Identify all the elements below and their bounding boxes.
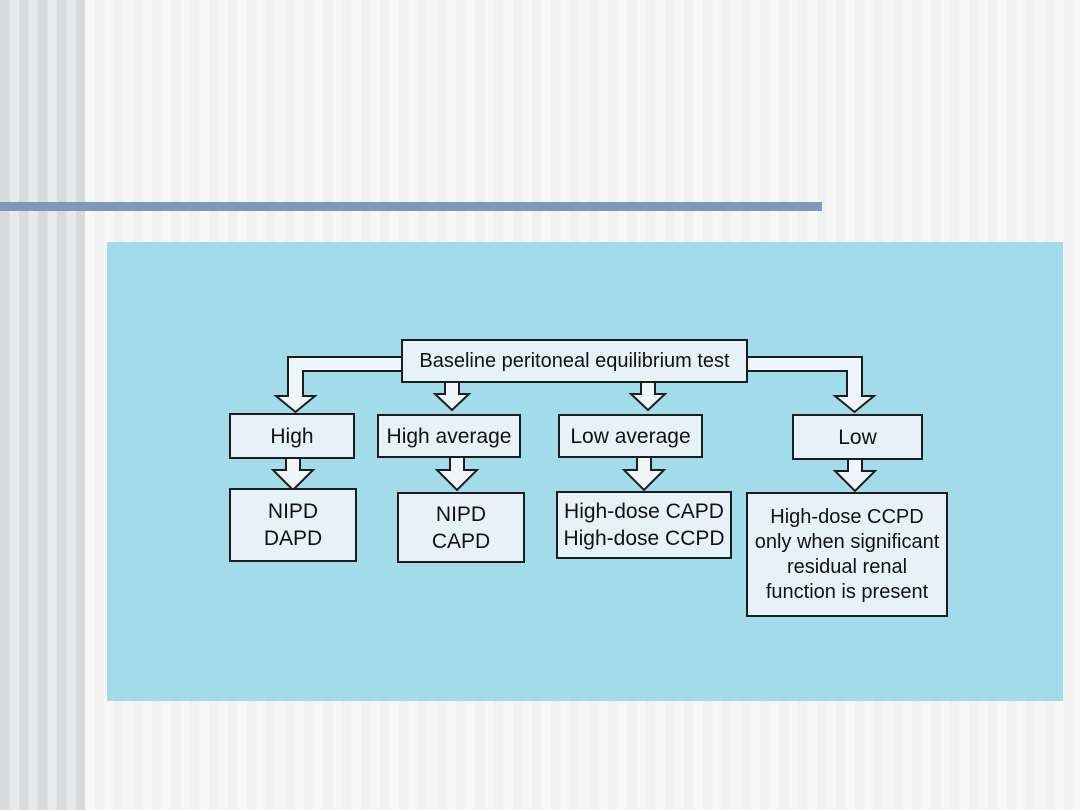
- connector-root-to-low: [741, 356, 877, 414]
- node-line: High-dose CCPD: [770, 505, 924, 528]
- node-low-average: Low average: [558, 414, 703, 458]
- connector-low-average-to-high-dose: [621, 452, 667, 492]
- node-label: High: [270, 424, 314, 448]
- node-label: Low average: [570, 424, 691, 448]
- node-high-average: High average: [377, 414, 521, 458]
- connector-layer: [270, 356, 878, 493]
- connector-root-to-high: [273, 356, 408, 414]
- node-label: High average: [386, 424, 512, 448]
- connector-high-average-to-nipd-capd: [434, 452, 480, 492]
- node-high-dose-ccpd-conditional: High-dose CCPD only when significant res…: [746, 492, 948, 617]
- node-line: residual renal: [786, 555, 908, 578]
- node-line: CAPD: [431, 529, 491, 553]
- node-label: Baseline peritoneal equilibrium test: [419, 349, 730, 372]
- node-nipd-dapd: NIPD DAPD: [229, 488, 357, 562]
- title-underline-rule: [0, 202, 822, 211]
- node-nipd-capd: NIPD CAPD: [397, 492, 525, 563]
- node-line: NIPD: [267, 500, 319, 523]
- node-low: Low: [792, 414, 923, 460]
- node-high-dose-capd-ccpd: High-dose CAPD High-dose CCPD: [556, 491, 732, 559]
- node-baseline-peritoneal-equilibrium-test: Baseline peritoneal equilibrium test: [401, 339, 748, 383]
- node-line: High-dose CAPD: [564, 500, 724, 523]
- node-line: High-dose CCPD: [563, 527, 725, 550]
- node-label: Low: [838, 425, 877, 449]
- node-line: only when significant: [754, 530, 940, 553]
- node-line: NIPD: [435, 502, 487, 526]
- node-high: High: [229, 413, 355, 459]
- node-line: function is present: [765, 580, 929, 603]
- node-line: DAPD: [263, 527, 323, 550]
- flowchart-panel: Baseline peritoneal equilibrium test Hig…: [107, 242, 1063, 701]
- stripe-band: [0, 0, 85, 810]
